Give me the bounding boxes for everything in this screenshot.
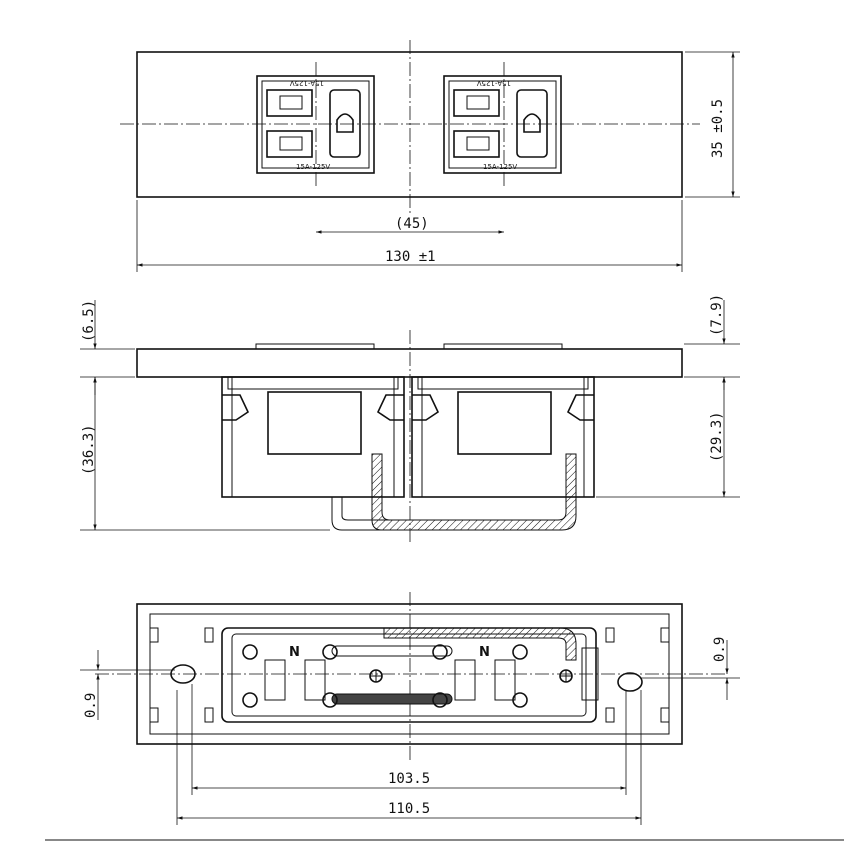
- dimension-offset-right-label: 0.9: [712, 637, 728, 662]
- dimension-height-label: 35 ±0.5: [710, 99, 726, 158]
- dimension-offset-left-label: 0.9: [83, 693, 99, 718]
- outlet-body-left: [221, 376, 405, 498]
- dimension-mount-pitch-inner: 103.5: [191, 684, 627, 795]
- dimension-mount-pitch-inner-label: 103.5: [388, 771, 430, 787]
- dimension-offset-right: 0.9: [640, 637, 740, 700]
- side-plate: [136, 348, 683, 378]
- dimension-right-protrusion: (7.9): [684, 294, 740, 390]
- dimension-width: 130 ±1: [136, 200, 683, 272]
- dimension-spacing: (45): [316, 216, 504, 234]
- rating-label-bottom: 15A-125V: [483, 163, 517, 171]
- back-frame-outer: [136, 603, 683, 745]
- front-plate: [136, 51, 683, 198]
- dimension-height: 35 ±0.5: [685, 51, 740, 198]
- back-wire-bottom: [331, 693, 453, 705]
- dimension-depth-right: (29.3): [596, 377, 740, 498]
- back-wire-top: [383, 627, 577, 661]
- connecting-wire: [371, 453, 577, 531]
- rating-label-top: 15A-125V: [477, 79, 511, 87]
- dimension-spacing-label: (45): [395, 216, 429, 232]
- outlet-right: 15A-125V 15A-125V: [443, 75, 562, 174]
- neutral-label-right: N: [479, 645, 490, 660]
- rating-label-bottom: 15A-125V: [296, 163, 330, 171]
- dimension-depth-right-label: (29.3): [709, 411, 725, 462]
- dimension-depth-left: (36.3): [80, 377, 330, 531]
- dimension-mount-pitch-outer: 110.5: [176, 690, 642, 825]
- dimension-depth-left-label: (36.3): [81, 424, 97, 475]
- neutral-label-left: N: [289, 645, 300, 660]
- mount-hole-right: [617, 672, 643, 692]
- outlet-left: 15A-125V 15A-125V: [256, 75, 375, 174]
- mount-hole-left: [170, 664, 196, 684]
- dimension-top-protrusion-label: (6.5): [81, 300, 97, 342]
- outlet-body-right: [411, 376, 595, 498]
- terminal-block-left: N: [242, 644, 383, 708]
- dimension-width-label: 130 ±1: [385, 249, 436, 265]
- side-view: (6.5) (36.3) (7.9) (29.3): [80, 294, 740, 545]
- front-view: 15A-125V 15A-125V 15A-125V 15A-125V (45): [120, 40, 740, 272]
- dimension-mount-pitch-outer-label: 110.5: [388, 801, 430, 817]
- back-view: N N 0.9 0.9: [80, 592, 740, 825]
- dimension-offset-left: 0.9: [80, 650, 175, 720]
- dimension-right-protrusion-label: (7.9): [709, 294, 725, 336]
- terminal-block-right: N: [432, 644, 573, 708]
- rating-label-top: 15A-125V: [290, 79, 324, 87]
- dimension-top-protrusion: (6.5): [80, 300, 135, 395]
